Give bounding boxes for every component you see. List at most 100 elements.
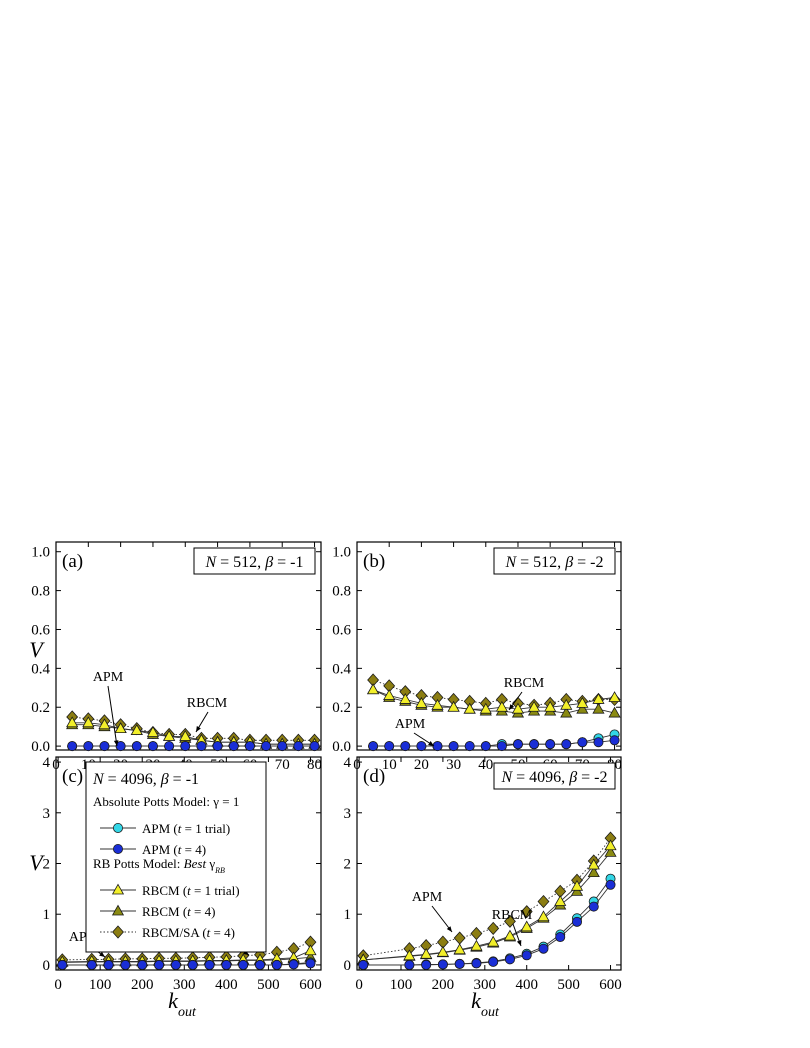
data-point xyxy=(431,698,444,710)
data-point xyxy=(554,895,567,906)
data-point xyxy=(545,739,556,750)
data-point xyxy=(495,700,508,712)
data-point xyxy=(512,739,523,750)
data-point xyxy=(131,741,142,752)
data-point xyxy=(420,947,433,959)
legend-box xyxy=(85,761,267,953)
data-point xyxy=(448,741,459,752)
y-tick-label: 0.0 xyxy=(31,739,50,755)
data-point xyxy=(537,910,550,922)
data-point xyxy=(464,741,475,752)
data-point xyxy=(436,945,449,957)
data-point xyxy=(470,926,483,941)
x-tick-label: 100 xyxy=(89,977,112,993)
data-point xyxy=(538,943,549,954)
data-point xyxy=(432,741,443,752)
data-point xyxy=(399,693,412,704)
legend-heading: Absolute Potts Model: γ = 1 xyxy=(93,794,239,809)
data-point xyxy=(561,739,572,750)
annotation: RBCM xyxy=(504,676,545,711)
arrow-head xyxy=(428,741,434,746)
data-point xyxy=(576,702,589,714)
series-line xyxy=(372,689,615,714)
series-rbcm-t-1-trial- xyxy=(367,683,621,714)
y-tick-label: 2 xyxy=(43,857,51,873)
series-apm-t-4- xyxy=(368,735,620,752)
data-point xyxy=(511,702,525,714)
data-point xyxy=(82,716,95,728)
data-point xyxy=(587,858,600,870)
data-point xyxy=(163,729,176,741)
data-point xyxy=(593,737,604,748)
data-point xyxy=(544,700,557,712)
panel-label: (a) xyxy=(62,551,83,572)
data-point xyxy=(471,958,482,969)
legend-item: APM (t = 1 trial) xyxy=(100,821,230,836)
data-point xyxy=(120,959,131,970)
x-tick-label: 600 xyxy=(599,977,622,993)
data-point xyxy=(404,959,415,970)
x-tick-label: 70 xyxy=(275,757,290,773)
data-point xyxy=(368,741,379,752)
panel-a: 010203040506070800.00.20.40.60.81.0(a)N … xyxy=(31,541,322,773)
panel-label: (c) xyxy=(62,766,83,787)
data-point xyxy=(103,959,114,970)
y-tick-label: 1.0 xyxy=(31,545,50,561)
data-point xyxy=(488,956,499,967)
data-point xyxy=(164,741,175,752)
data-point xyxy=(592,693,605,704)
info-box-text: N = 4096, β = -2 xyxy=(500,769,607,786)
arrow-head xyxy=(516,940,522,946)
y-tick-label: 0 xyxy=(43,958,51,974)
data-point xyxy=(358,959,369,970)
data-point xyxy=(271,959,282,970)
data-point xyxy=(520,920,533,932)
y-tick-label: 0.6 xyxy=(332,622,351,638)
y-tick-label: 0.0 xyxy=(332,739,351,755)
data-point xyxy=(453,931,466,945)
y-tick-label: 1 xyxy=(344,907,352,923)
y-tick-label: 3 xyxy=(344,806,352,822)
data-point xyxy=(521,950,532,961)
arrow-head xyxy=(446,926,452,932)
data-point xyxy=(309,741,320,752)
data-point xyxy=(383,689,396,700)
data-point xyxy=(367,683,380,695)
legend-label: RBCM/SA (t = 4) xyxy=(142,925,235,940)
x-tick-label: 30 xyxy=(446,757,461,773)
x-tick-label: 80 xyxy=(307,757,322,773)
data-point xyxy=(384,741,395,752)
x-tick-label: 500 xyxy=(557,977,580,993)
annotation-arrow xyxy=(107,685,118,747)
x-tick-label: 100 xyxy=(390,977,413,993)
data-point xyxy=(221,959,232,970)
series-line xyxy=(363,837,611,957)
legend-marker xyxy=(111,883,125,895)
data-point xyxy=(588,901,599,912)
legend-marker xyxy=(112,925,124,939)
data-point xyxy=(454,958,465,969)
series-rbcm-t-4- xyxy=(357,845,617,965)
data-point xyxy=(83,741,94,752)
data-point xyxy=(204,959,215,970)
annotation-label: RBCM xyxy=(504,676,545,691)
data-point xyxy=(416,741,427,752)
arrow-head xyxy=(243,950,249,955)
y-tick-label: 1 xyxy=(43,907,51,923)
data-point xyxy=(592,702,605,714)
data-point xyxy=(99,741,110,752)
x-tick-label: 400 xyxy=(215,977,238,993)
info-box xyxy=(193,547,316,575)
series-apm-t-4- xyxy=(67,741,320,752)
data-point xyxy=(180,741,191,752)
y-tick-label: 1.0 xyxy=(332,545,351,561)
legend-label: RBCM (t = 1 trial) xyxy=(142,883,240,898)
annotation-label: RBCM xyxy=(492,908,533,923)
data-point xyxy=(86,959,97,970)
x-tick-label: 500 xyxy=(257,977,280,993)
data-point xyxy=(560,698,573,710)
annotation: APM xyxy=(395,717,435,747)
info-box xyxy=(493,547,616,575)
data-point xyxy=(487,921,500,936)
